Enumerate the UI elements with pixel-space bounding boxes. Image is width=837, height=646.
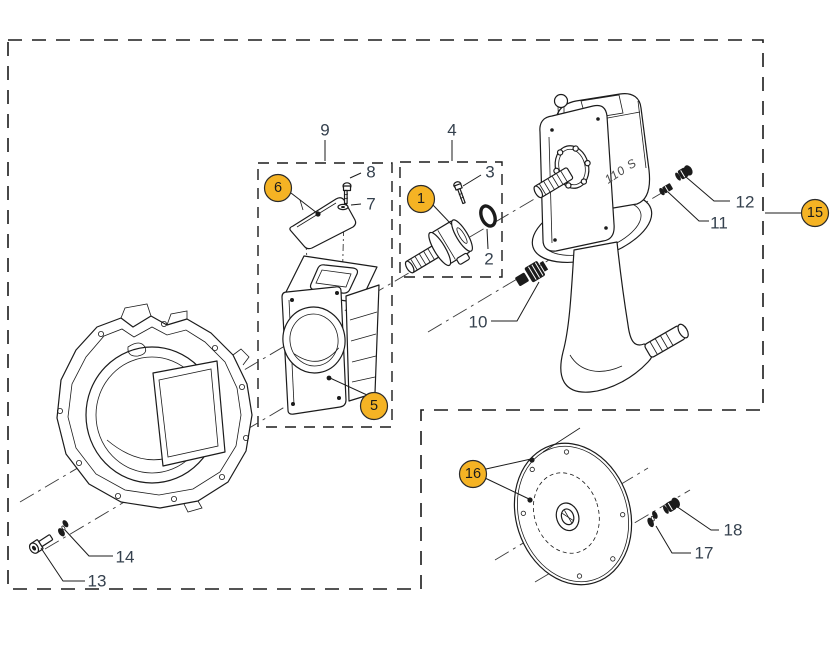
callout-badge-15[interactable]: 15 xyxy=(800,198,830,228)
group-box-4 xyxy=(399,161,503,278)
part-adapter-housing-5 xyxy=(281,255,380,415)
part-washer-14 xyxy=(58,520,69,537)
svg-text:5: 5 xyxy=(370,398,378,414)
part-o-ring-2 xyxy=(479,204,497,228)
part-bell-housing xyxy=(56,303,253,513)
part-screw-8 xyxy=(342,182,352,205)
part-washer-17 xyxy=(647,510,658,528)
part-bolt-18 xyxy=(663,497,680,514)
callout-badge-5[interactable]: 5 xyxy=(359,391,389,421)
group-box-9 xyxy=(257,162,393,428)
callout-label-2: 2 xyxy=(484,250,493,269)
callout-label-12: 12 xyxy=(736,193,755,212)
svg-text:15: 15 xyxy=(807,205,823,221)
callout-label-14: 14 xyxy=(116,548,135,567)
part-screw-3 xyxy=(453,181,466,205)
callout-label-10: 10 xyxy=(469,313,488,332)
part-bolt-12 xyxy=(675,165,693,181)
callout-label-11: 11 xyxy=(710,214,728,233)
callout-labels: 2 3 4 7 8 9 10 11 12 13 14 17 18 xyxy=(88,121,755,591)
part-stud-11 xyxy=(659,183,673,196)
part-drive-plate-16 xyxy=(513,427,633,586)
callout-badges: 1 5 6 15 16 xyxy=(263,173,830,489)
callout-badge-16[interactable]: 16 xyxy=(458,459,488,489)
part-washer-7 xyxy=(337,203,349,211)
leader-lines xyxy=(40,140,801,582)
part-saildrive-unit: 110 S xyxy=(531,93,689,393)
callout-label-17: 17 xyxy=(695,544,714,563)
callout-label-13: 13 xyxy=(88,572,107,591)
callout-label-3: 3 xyxy=(485,163,494,182)
callout-badge-6[interactable]: 6 xyxy=(263,173,293,203)
callout-label-7: 7 xyxy=(366,195,375,214)
svg-text:1: 1 xyxy=(417,191,425,207)
callout-label-9: 9 xyxy=(320,121,329,140)
kit-boundary-15 xyxy=(7,39,764,590)
callout-badge-1[interactable]: 1 xyxy=(406,184,436,214)
svg-text:16: 16 xyxy=(465,466,481,482)
callout-label-18: 18 xyxy=(724,521,743,540)
bolt-hole-dots xyxy=(57,320,249,502)
part-sleeve-10 xyxy=(515,260,549,286)
part-coupling-1 xyxy=(404,219,474,274)
svg-text:6: 6 xyxy=(274,180,282,196)
callout-label-4: 4 xyxy=(447,121,456,140)
callout-label-8: 8 xyxy=(366,163,375,182)
part-bolt-13 xyxy=(28,534,54,554)
